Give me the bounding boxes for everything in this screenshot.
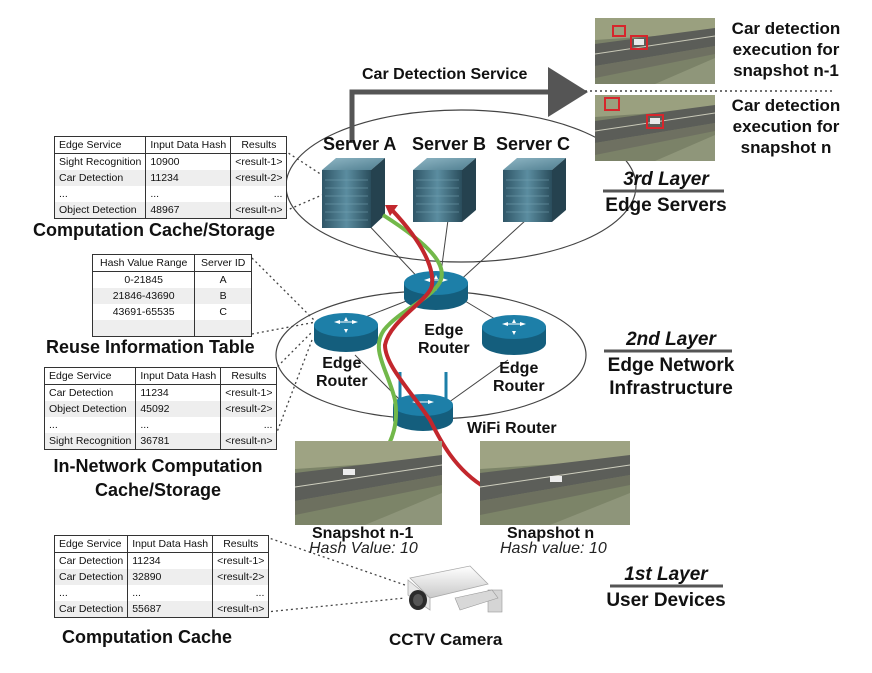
dotted-serverA-table-top <box>275 144 323 176</box>
layer-2-subtitle-1: Edge Network <box>607 355 735 376</box>
snapshot-n-1-label: Snapshot n-1 <box>312 525 414 542</box>
table-row <box>92 320 252 337</box>
snapshot-n-hash: Hash value: 10 <box>500 540 607 557</box>
green-path <box>376 213 444 463</box>
snapshot-n-1-hash: Hash Value: 10 <box>309 540 418 557</box>
detection-photo-n <box>595 95 715 161</box>
cctv-camera-icon <box>407 565 503 613</box>
dotted-cam-bottom <box>265 597 406 613</box>
service-title: Car Detection Service <box>362 66 528 83</box>
dotted-reuse-bottom <box>251 321 317 335</box>
edge-router-right-icon <box>482 315 546 355</box>
server-a-icon <box>322 158 385 228</box>
table-header: Hash Value Range <box>92 254 196 272</box>
layer-1-subtitle: User Devices <box>606 590 726 611</box>
computation-cache-table: Edge Service Input Data Hash Results Car… <box>54 535 270 618</box>
dotted-innet-bottom <box>273 339 313 441</box>
server-c-icon <box>503 158 566 222</box>
layer-1-title: 1st Layer <box>624 564 708 585</box>
table-header: Edge Service <box>54 535 129 553</box>
service-arrow <box>349 67 588 143</box>
layer-2-title: 2nd Layer <box>626 329 716 350</box>
layer-2-subtitle-2: Infrastructure <box>609 378 733 399</box>
table-header: Input Data Hash <box>135 367 222 385</box>
dotted-innet-top <box>273 331 313 371</box>
table-header: Server ID <box>194 254 252 272</box>
link-serverA-router <box>361 217 426 286</box>
table-header: Input Data Hash <box>127 535 214 553</box>
cctv-camera-label: CCTV Camera <box>389 630 503 649</box>
snapshot-n-1-photo <box>295 441 442 525</box>
table-header: Edge Service <box>54 136 147 154</box>
server-a-label: Server A <box>323 134 397 154</box>
computation-cache-caption: Computation Cache <box>62 627 233 647</box>
layer-1-label: 1st Layer User Devices <box>596 563 736 612</box>
table-row: ......... <box>44 417 278 433</box>
table-header: Results <box>220 367 278 385</box>
server-b-icon <box>413 158 476 222</box>
snapshot-n-photo <box>480 441 630 525</box>
table-row: ......... <box>54 585 270 601</box>
layer-2-label: 2nd Layer Edge Network Infrastructure <box>596 328 746 400</box>
link-router-left-wifi <box>354 354 406 406</box>
table-header: Results <box>230 136 288 154</box>
server-b-label: Server B <box>412 134 487 154</box>
table-row: ......... <box>54 186 288 202</box>
layer-3-title: 3rd Layer <box>623 169 709 190</box>
computation-storage-caption: Computation Cache/Storage <box>33 220 276 240</box>
computation-storage-table: Edge Service Input Data Hash Results Sig… <box>54 136 288 219</box>
reuse-info-caption: Reuse Information Table <box>46 337 255 357</box>
table-header: Edge Service <box>44 367 137 385</box>
dotted-reuse-top <box>251 257 317 323</box>
wifi-router-label: WiFi Router <box>467 420 557 437</box>
link-serverC-router <box>454 219 527 286</box>
dotted-serverA-table-bottom <box>275 194 323 216</box>
link-router-right-wifi <box>444 359 509 406</box>
detection-label-n: Car detection execution for snapshot n <box>731 96 841 157</box>
red-path <box>382 208 488 490</box>
detection-photo-n-1 <box>595 18 715 84</box>
in-network-table: Edge Service Input Data Hash Results Car… <box>44 367 278 450</box>
in-network-caption: In-Network Computation Cache/Storage <box>53 456 263 500</box>
server-c-label: Server C <box>496 134 571 154</box>
snapshot-n-label: Snapshot n <box>507 525 595 542</box>
table-header: Results <box>212 535 270 553</box>
edge-router-left-icon <box>314 313 378 352</box>
detection-label-n-1: Car detection execution for snapshot n-1 <box>731 19 841 80</box>
layer-3-label: 3rd Layer Edge Servers <box>596 168 736 217</box>
layer-3-subtitle: Edge Servers <box>605 195 727 216</box>
table-header: Input Data Hash <box>145 136 232 154</box>
